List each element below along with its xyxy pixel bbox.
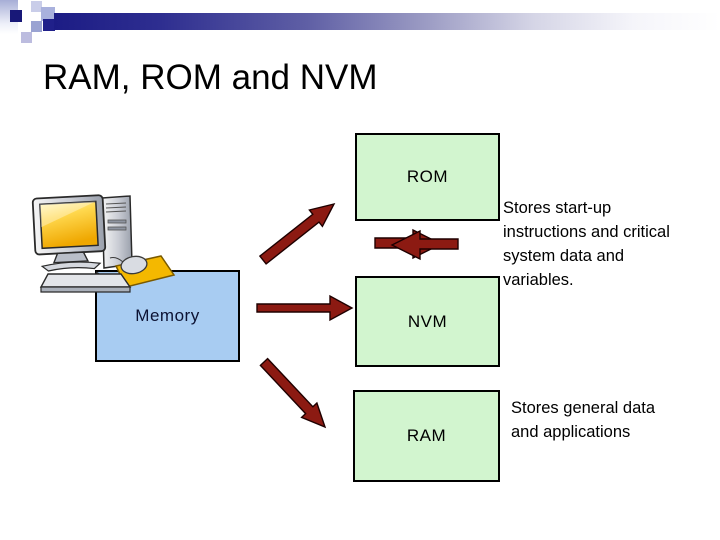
computer-monitor-icon: [31, 194, 107, 272]
header-pixel-square: [41, 7, 55, 21]
up-right-arrow-icon: [258, 202, 336, 265]
memory-box-label: Memory: [135, 306, 200, 325]
header-pixel-square: [21, 32, 32, 43]
header-pixel-square: [31, 21, 42, 32]
computer-mousepad-icon: [109, 255, 176, 288]
right-arrow-icon: [256, 294, 354, 322]
header-gradient-strip: [0, 0, 18, 34]
header-pixel-square: [31, 1, 42, 12]
ram-note-text: Stores general data and applications: [511, 399, 656, 441]
computer-mouse-icon: [120, 255, 148, 275]
computer-clipart-icon: [31, 194, 176, 293]
nvm-box: NVM: [355, 276, 500, 367]
opposing-arrows-icon: [374, 228, 459, 261]
rom-note-text: Stores start-up instructions and critica…: [503, 199, 670, 289]
computer-keyboard-icon: [39, 273, 132, 293]
header-pixel-square: [43, 19, 55, 31]
slide-title: RAM, ROM and NVM: [43, 58, 378, 97]
computer-tower-icon: [101, 195, 133, 269]
ram-box-label: RAM: [406, 426, 447, 445]
header-pixel-square: [10, 10, 22, 22]
header-gradient-bar: [54, 13, 720, 30]
rom-box-label: ROM: [406, 167, 449, 186]
rom-box: ROM: [355, 133, 500, 221]
down-right-arrow-icon: [259, 357, 327, 429]
nvm-box-label: NVM: [407, 311, 448, 331]
ram-box: RAM: [353, 390, 500, 482]
